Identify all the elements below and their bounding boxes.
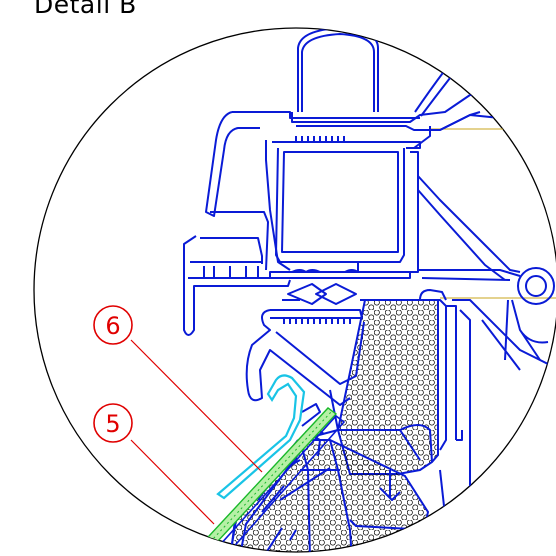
gasket bbox=[216, 374, 306, 500]
callout-6: 6 bbox=[93, 305, 133, 345]
callout-5-leader bbox=[130, 439, 215, 525]
handle-cap bbox=[297, 28, 379, 112]
callout-5-label: 5 bbox=[105, 410, 120, 438]
detail-title: Detail B bbox=[34, 0, 137, 19]
callout-6-label: 6 bbox=[105, 312, 120, 340]
callout-5: 5 bbox=[93, 403, 133, 443]
hinge-icon bbox=[504, 267, 555, 361]
insulation-upper bbox=[336, 299, 439, 475]
sash-face bbox=[208, 414, 346, 552]
callout-6-leader bbox=[130, 339, 263, 473]
